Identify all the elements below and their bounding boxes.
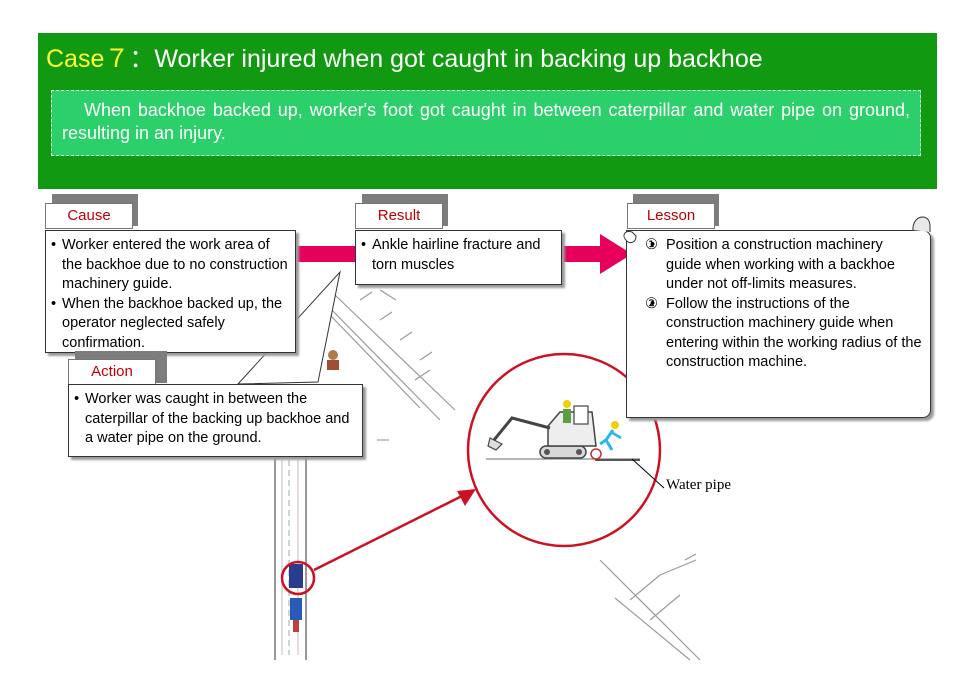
cause-item: Worker entered the work area of the back… bbox=[46, 236, 289, 295]
structure-drawing bbox=[321, 289, 456, 441]
backhoe-side-view bbox=[486, 400, 640, 461]
summary-box: When backhoe backed up, worker's foot go… bbox=[51, 90, 921, 156]
cause-item: When the backhoe backed up, the operator… bbox=[46, 295, 289, 354]
worker-figure-small bbox=[327, 350, 339, 370]
lesson-tab: Lesson bbox=[627, 203, 715, 229]
water-pipe-pointer bbox=[631, 458, 665, 489]
zoom-pointer-arrow bbox=[313, 489, 476, 572]
action-tab: Action bbox=[68, 359, 156, 385]
case-title: ：Worker injured when got caught in backi… bbox=[129, 45, 763, 73]
cause-tab: Cause bbox=[45, 203, 133, 229]
cause-box: Worker entered the work area of the back… bbox=[45, 230, 296, 353]
road-drawing bbox=[274, 444, 307, 660]
result-tab: Result bbox=[355, 203, 443, 229]
result-item: Ankle hairline fracture and torn muscles bbox=[356, 236, 553, 275]
cause-result-connector bbox=[296, 246, 358, 262]
page-title: Case７：Worker injured when got caught in … bbox=[46, 39, 763, 75]
backhoe-top-view bbox=[289, 564, 303, 632]
highlight-circle bbox=[280, 560, 316, 596]
case-label: Case７ bbox=[46, 45, 130, 73]
result-lesson-arrow bbox=[562, 234, 632, 274]
title-banner: Case７：Worker injured when got caught in … bbox=[38, 33, 937, 189]
water-pipe-label: Water pipe bbox=[666, 477, 732, 493]
action-item: Worker was caught in between the caterpi… bbox=[69, 390, 354, 449]
result-box: Ankle hairline fracture and torn muscles bbox=[355, 230, 562, 285]
action-box: Worker was caught in between the caterpi… bbox=[68, 384, 363, 457]
structure-drawing-lower bbox=[599, 553, 701, 661]
